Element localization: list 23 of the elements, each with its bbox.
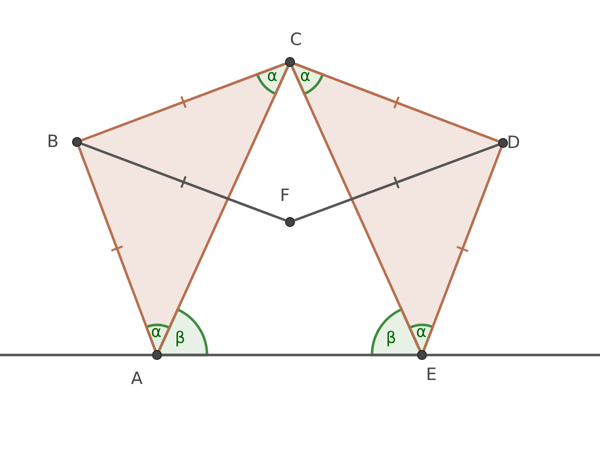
line-segment [294, 144, 499, 222]
angle-label: α [151, 322, 162, 341]
line-segment [290, 66, 422, 351]
angle-label: α [416, 322, 427, 341]
angle-label: α [300, 66, 311, 85]
point-label: D [507, 133, 520, 153]
angle-label: α [267, 66, 278, 85]
line-segment [162, 354, 417, 356]
point-label: A [131, 369, 143, 389]
angle-label: β [386, 328, 396, 347]
line-segment [78, 146, 156, 351]
point-label: F [280, 186, 290, 206]
line-segment [294, 62, 499, 142]
point-label: C [290, 30, 302, 50]
line-segment [81, 62, 286, 142]
angle-label: β [175, 328, 186, 347]
line-segment [0, 354, 152, 356]
line-segment [427, 354, 600, 356]
line-segment [158, 66, 290, 351]
point-label: E [426, 365, 437, 385]
line-segment [422, 147, 502, 351]
line-segment [81, 142, 286, 222]
point-label: B [47, 132, 59, 152]
